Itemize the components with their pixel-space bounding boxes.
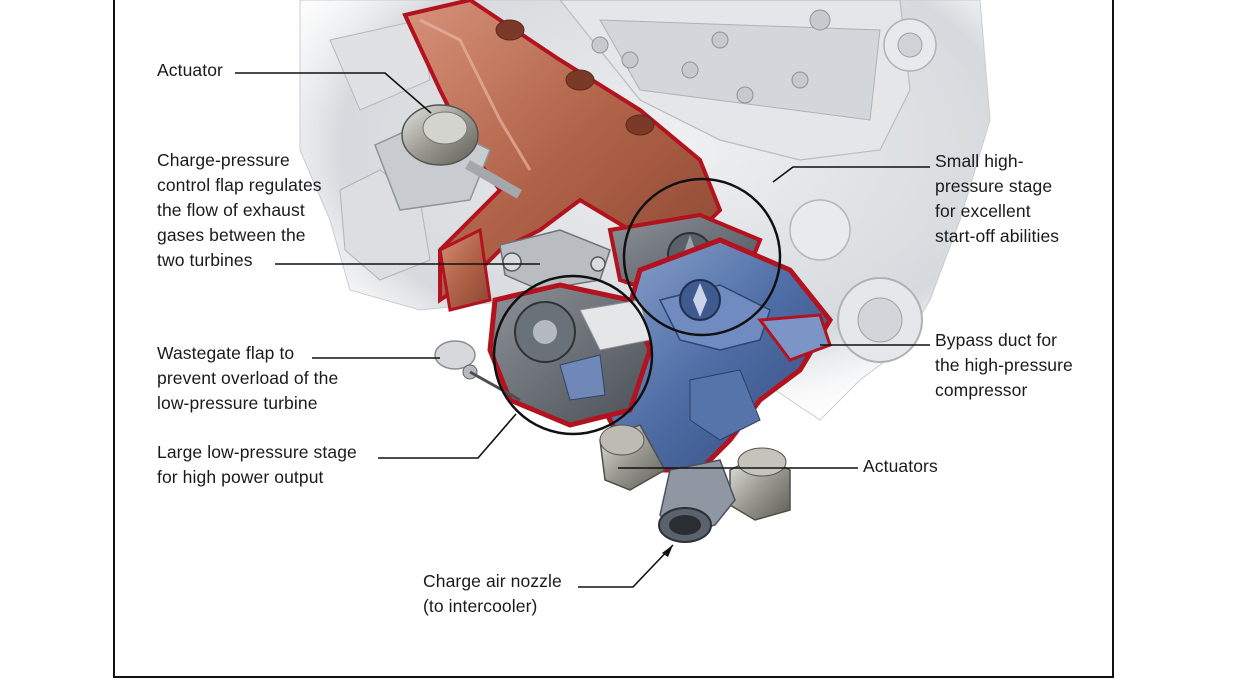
label-bypass-duct: Bypass duct for the high-pressure compre…: [935, 330, 1073, 400]
low-pressure-circle: [492, 274, 654, 436]
upper-actuator: [374, 104, 522, 211]
label-actuators: Actuators: [863, 456, 938, 476]
leader-lines: [235, 72, 930, 588]
control-flap: [499, 229, 611, 291]
label-high-pressure-stage: Small high- pressure stage for excellent…: [935, 151, 1060, 246]
charge-air-nozzle: [658, 459, 736, 543]
label-charge-air-nozzle: Charge air nozzle (to intercooler): [423, 571, 562, 616]
label-charge-pressure-flap: Charge-pressure control flap regulates t…: [157, 150, 322, 270]
label-wastegate-flap: Wastegate flap to prevent overload of th…: [157, 343, 339, 413]
diagram-frame: [113, 0, 1114, 678]
nozzle-arrowhead: [662, 545, 673, 557]
wastegate-flap: [434, 340, 521, 402]
label-actuator: Actuator: [157, 60, 223, 80]
high-pressure-circle: [622, 177, 782, 337]
low-pressure-stage: [487, 282, 653, 428]
label-low-pressure-stage: Large low-pressure stage for high power …: [157, 442, 357, 487]
